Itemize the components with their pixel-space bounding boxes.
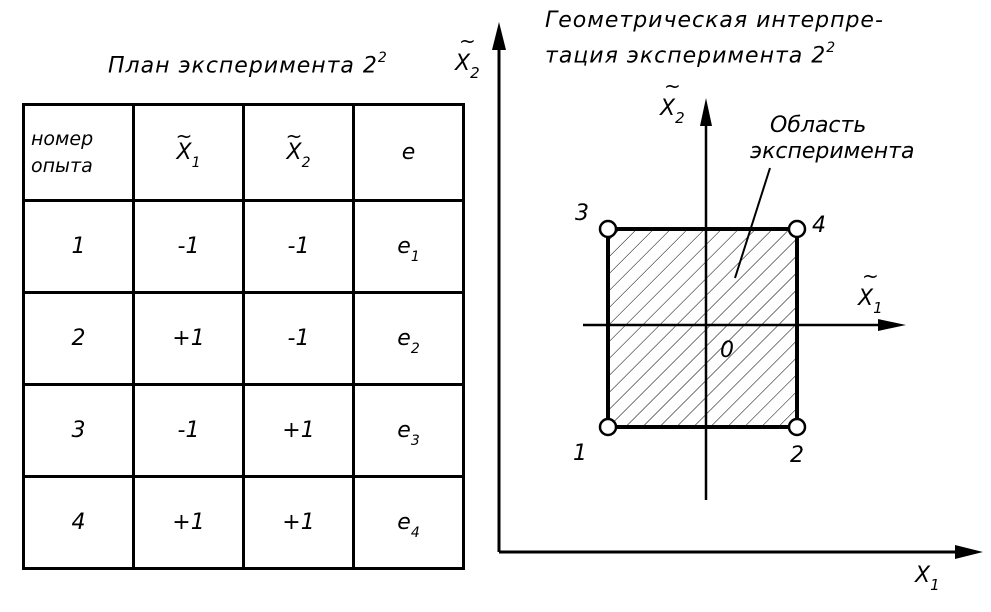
outer-y-label: X2 [454, 51, 480, 82]
table-row: 3 -1 +1 e3 [22, 383, 465, 478]
row-x1: +1 [132, 475, 245, 570]
table-row: 1 -1 -1 e1 [22, 199, 465, 294]
row-e-subscript: 4 [410, 525, 420, 541]
row-e-subscript: 1 [410, 249, 420, 265]
figure-caption-line2-text: тация эксперимента 2 [545, 43, 827, 69]
header-x1: X1 [132, 103, 245, 202]
table-row: 4 +1 +1 e4 [22, 475, 465, 570]
table-row: 2 +1 -1 e2 [22, 291, 465, 386]
corner-point-1 [598, 417, 618, 437]
header-experiment-number: номер опыта [22, 103, 135, 202]
row-x1: -1 [132, 199, 245, 294]
experiment-plan-table: номер опыта X1 X2 e 1 -1 -1 e1 2 +1 -1 e… [22, 103, 465, 570]
row-x2: -1 [242, 291, 355, 386]
row-e-symbol: e [397, 510, 411, 535]
corner-point-4 [787, 219, 807, 239]
inner-x-label: X1 [857, 286, 883, 317]
header-x2: X2 [242, 103, 355, 202]
header-x1-subscript: 1 [191, 155, 201, 171]
corner-point-3 [598, 219, 618, 239]
region-label-line1: Область [770, 113, 866, 138]
corner-label-1: 1 [573, 441, 587, 466]
inner-y-tilde-icon: ~ [664, 74, 681, 98]
header-number-line1: номер [31, 127, 94, 150]
origin-label: 0 [720, 338, 734, 363]
table-caption-exponent: 2 [377, 50, 388, 66]
corner-point-2 [787, 417, 807, 437]
row-x2: +1 [242, 475, 355, 570]
figure-caption-exponent: 2 [826, 40, 837, 56]
region-label-line2: эксперимента [750, 139, 914, 164]
row-x2: +1 [242, 383, 355, 478]
row-e: e3 [352, 383, 465, 478]
region-leader-line [734, 167, 771, 279]
header-x1-symbol: X [177, 140, 192, 165]
row-number: 2 [22, 291, 135, 386]
row-number: 3 [22, 383, 135, 478]
outer-y-arrow-icon [492, 22, 506, 50]
row-e-subscript: 2 [410, 341, 420, 357]
table-header-row: номер опыта X1 X2 e [22, 103, 465, 202]
row-e: e4 [352, 475, 465, 570]
experiment-region [606, 227, 799, 429]
corner-label-4: 4 [812, 213, 826, 238]
figure-caption-line2: тация эксперимента 22 [545, 40, 837, 69]
row-e-symbol: e [397, 418, 411, 443]
header-number-line2: опыта [31, 154, 93, 177]
row-number: 4 [22, 475, 135, 570]
outer-x-arrow-icon [955, 545, 983, 559]
inner-x-arrow-icon [878, 319, 906, 331]
row-e-subscript: 3 [410, 433, 420, 449]
row-e: e2 [352, 291, 465, 386]
figure-caption-line1: Геометрическая интерпре- [545, 8, 884, 33]
row-e-symbol: e [397, 234, 411, 259]
corner-label-3: 3 [575, 201, 589, 226]
inner-x-tilde-icon: ~ [862, 264, 879, 288]
row-x1: +1 [132, 291, 245, 386]
row-e: e1 [352, 199, 465, 294]
header-x2-subscript: 2 [301, 155, 311, 171]
inner-y-arrow-icon [700, 98, 712, 126]
row-number: 1 [22, 199, 135, 294]
corner-label-2: 2 [790, 443, 804, 468]
header-e: e [352, 103, 465, 202]
row-x1: -1 [132, 383, 245, 478]
outer-y-tilde-icon: ~ [459, 29, 476, 53]
table-caption: План эксперимента 22 [108, 50, 388, 79]
table-caption-text: План эксперимента 2 [108, 53, 378, 79]
inner-y-label: X2 [659, 96, 685, 127]
outer-x-label: X1 [914, 563, 940, 594]
row-e-symbol: e [397, 326, 411, 351]
header-x2-symbol: X [287, 140, 302, 165]
row-x2: -1 [242, 199, 355, 294]
